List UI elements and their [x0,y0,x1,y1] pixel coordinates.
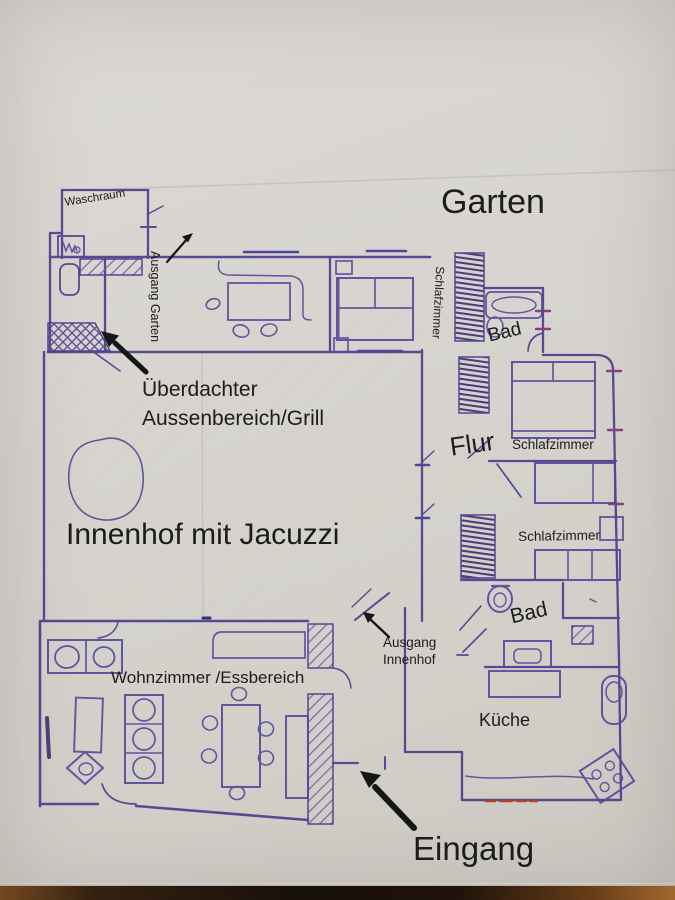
walls [38,188,623,822]
hatched-walls [47,252,594,825]
floor-texture [44,259,422,620]
ausgang-garten-arrow [165,233,193,264]
living-dining-label: Wohnzimmer /Essbereich [111,668,305,687]
paper-bottom-edge [0,883,675,886]
bedroom-middle-label: Schlafzimmer [512,437,594,452]
courtyard-exit-line1: Ausgang [383,635,437,650]
furniture [45,241,636,805]
window-marks [201,249,625,803]
courtyard-exit-line2: Innenhof [383,652,436,667]
arrows [101,233,417,831]
table-surface [0,886,675,900]
eingang-arrow [360,771,417,831]
bedroom-lower-label: Schlafzimmer [517,527,600,544]
garden-label: Garten [441,183,545,221]
bedroom-top-label: Schlafzimmer [429,266,448,340]
aussenbereich-arrow [101,331,149,375]
entrance-label: Eingang [413,830,535,867]
courtyard-label: Innenhof mit Jacuzzi [66,518,340,551]
covered-outdoor-area-line2: Aussenbereich/Grill [142,407,325,430]
ausgang-innenhof-arrow [363,612,391,639]
covered-outdoor-area-label: Überdachter Aussenbereich/Grill [142,375,324,433]
kitchen-label: Küche [479,710,531,730]
hallway-label: Flur [447,425,497,462]
covered-outdoor-area-line1: Überdachter [142,378,258,401]
paper-crease [111,169,675,190]
garden-exit-label: Ausgang Garten [147,251,162,343]
courtyard-exit-label: Ausgang Innenhof [383,634,436,668]
